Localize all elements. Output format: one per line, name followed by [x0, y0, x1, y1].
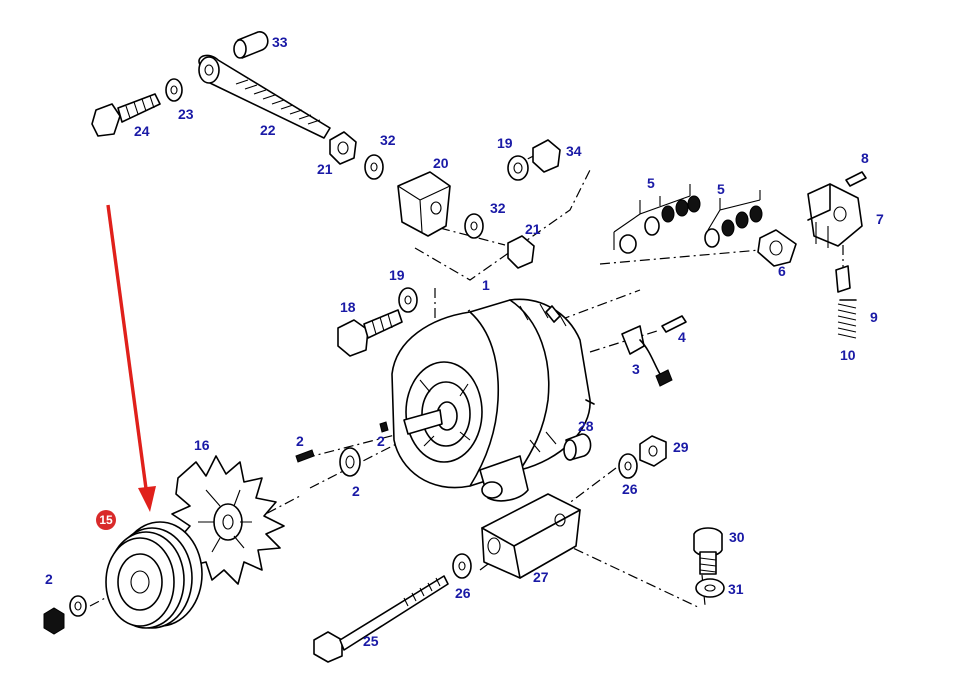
label-part-7: 7	[876, 211, 884, 227]
label-part-31: 31	[728, 581, 744, 597]
label-part-34: 34	[566, 143, 582, 159]
label-part-18: 18	[340, 299, 356, 315]
part-labels: 1 2 2 2 2 3 4 5 5 6 7 8 9 10 16 18 19 19…	[45, 34, 884, 649]
pulley-nut	[43, 595, 87, 635]
label-part-2: 2	[352, 483, 360, 499]
label-part-3: 3	[632, 361, 640, 377]
label-part-33: 33	[272, 34, 288, 50]
label-part-19: 19	[497, 135, 513, 151]
label-part-28: 28	[578, 418, 594, 434]
label-part-4: 4	[678, 329, 686, 345]
alternator-housing	[391, 298, 595, 502]
label-part-24: 24	[134, 123, 150, 139]
label-part-16: 16	[194, 437, 210, 453]
adjusting-rod-assembly	[91, 31, 331, 139]
pulley-15[interactable]	[105, 521, 203, 629]
label-part-2: 2	[377, 433, 385, 449]
shaft-spacers	[295, 421, 389, 477]
mounting-bracket-27	[481, 493, 581, 579]
long-bolt-25	[313, 575, 449, 663]
bolt-30	[693, 527, 725, 598]
label-part-20: 20	[433, 155, 449, 171]
brush-9	[835, 265, 857, 339]
label-part-32: 32	[380, 132, 396, 148]
highlight-badge[interactable]: 15	[96, 510, 116, 530]
bracket-hardware-right	[452, 433, 667, 579]
highlight-badge-label: 15	[99, 513, 113, 527]
washer-sets-5	[613, 184, 763, 254]
label-part-23: 23	[178, 106, 194, 122]
fan-16	[171, 455, 285, 585]
label-part-22: 22	[260, 122, 276, 138]
label-part-5: 5	[647, 175, 655, 191]
terminal-3	[621, 315, 687, 387]
label-part-9: 9	[870, 309, 878, 325]
label-part-30: 30	[729, 529, 745, 545]
label-part-26: 26	[622, 481, 638, 497]
label-part-6: 6	[778, 263, 786, 279]
label-part-2: 2	[45, 571, 53, 587]
bracket-hardware	[329, 131, 561, 269]
label-part-21: 21	[525, 221, 541, 237]
label-part-2: 2	[296, 433, 304, 449]
label-part-10: 10	[840, 347, 856, 363]
label-part-5: 5	[717, 181, 725, 197]
label-part-26: 26	[455, 585, 471, 601]
label-part-32: 32	[490, 200, 506, 216]
label-part-27: 27	[533, 569, 549, 585]
label-part-21: 21	[317, 161, 333, 177]
mounting-bolt-18	[337, 287, 418, 357]
regulator-7	[807, 171, 867, 248]
cover-plate-6	[757, 229, 797, 267]
label-part-1: 1	[482, 277, 490, 293]
indicator-arrow	[106, 204, 156, 512]
label-part-8: 8	[861, 150, 869, 166]
label-part-19: 19	[389, 267, 405, 283]
label-part-29: 29	[673, 439, 689, 455]
label-part-25: 25	[363, 633, 379, 649]
